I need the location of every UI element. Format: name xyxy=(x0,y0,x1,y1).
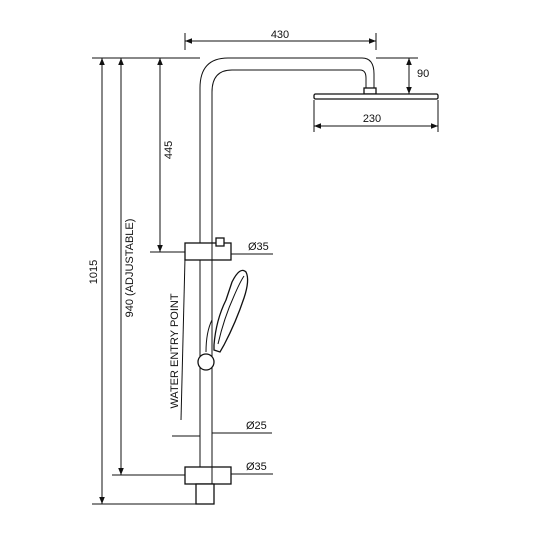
diverter-knob xyxy=(215,237,225,247)
dim-adjustable-height: 940 (ADJUSTABLE) xyxy=(112,57,185,476)
water-inlet xyxy=(195,483,215,505)
dim-rail-label: Ø25 xyxy=(246,420,267,432)
arm-connector xyxy=(363,87,377,95)
hand-shower xyxy=(205,269,249,353)
bottom-bracket xyxy=(184,466,232,485)
dim-riser-to-head: 445 xyxy=(150,57,200,253)
dim-bracket-bottom-label: Ø35 xyxy=(246,461,267,473)
shower-rail xyxy=(184,57,439,505)
rail-slider xyxy=(197,353,215,371)
riser-pipe xyxy=(199,57,375,243)
dim-rail: Ø25 xyxy=(212,420,272,434)
dim-total-height-label: 1015 xyxy=(88,260,100,284)
dim-head-height: 90 xyxy=(376,57,429,95)
dim-arm-length: 430 xyxy=(184,29,377,50)
dim-head-diameter-label: 230 xyxy=(363,113,381,125)
riser-pipe-inner xyxy=(211,69,367,243)
dim-bracket-top-label: Ø35 xyxy=(248,241,269,253)
water-entry-label: WATER ENTRY POINT xyxy=(169,293,181,408)
dim-riser-to-head-label: 445 xyxy=(163,141,175,159)
dim-head-height-label: 90 xyxy=(417,68,429,80)
shower-head xyxy=(313,93,439,100)
dim-adjustable-height-label: 940 (ADJUSTABLE) xyxy=(124,219,136,318)
water-entry-callout: WATER ENTRY POINT xyxy=(169,257,200,437)
dim-arm-length-label: 430 xyxy=(271,29,289,41)
dim-head-diameter: 230 xyxy=(313,100,439,132)
dim-total-height: 1015 xyxy=(88,57,196,505)
dim-bracket-top: Ø35 xyxy=(231,241,273,255)
dim-bracket-bottom: Ø35 xyxy=(231,461,273,475)
